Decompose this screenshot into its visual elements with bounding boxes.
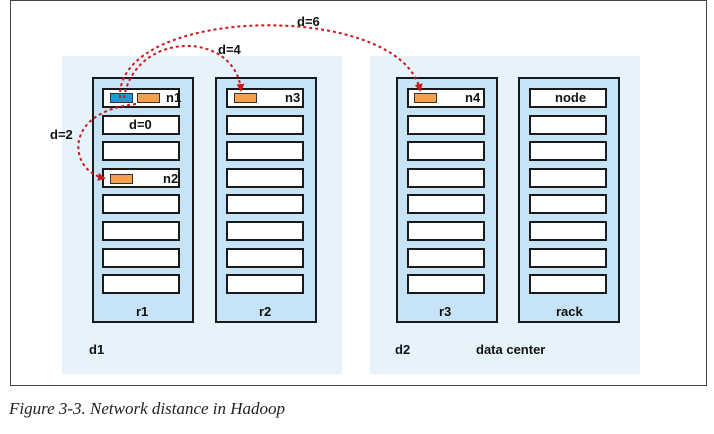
node-label-n4: n4: [465, 90, 481, 105]
datacenter-label-d2: d2: [395, 342, 411, 357]
distance-label-d0: d=0: [129, 117, 152, 132]
arc-d6: [118, 24, 423, 99]
node-slot-rack-3: [529, 141, 607, 161]
node-slot-r2-3: [226, 141, 304, 161]
datacenter-note: data center: [476, 342, 546, 357]
node-slot-r2-7: [226, 248, 304, 268]
node-slot-rack-1: [529, 88, 607, 108]
node-label-n2: n2: [163, 171, 179, 186]
rack-label-r2: r2: [259, 304, 272, 319]
node-slot-r2-8: [226, 274, 304, 294]
node-chip-n3: [234, 93, 257, 103]
node-chip-n4: [414, 93, 437, 103]
node-slot-r1-8: [102, 274, 180, 294]
node-slot-rack-7: [529, 248, 607, 268]
node-chip-blue: [110, 93, 133, 103]
node-chip-n1: [137, 93, 160, 103]
node-slot-r2-6: [226, 221, 304, 241]
arc-d4: [123, 45, 245, 99]
node-slot-r3-2: [407, 115, 485, 135]
distance-label-d2: d=2: [50, 127, 73, 142]
node-slot-r2-5: [226, 194, 304, 214]
figure-caption: Figure 3-3. Network distance in Hadoop: [9, 399, 286, 418]
node-slot-rack-5: [529, 194, 607, 214]
node-slot-rack-2: [529, 115, 607, 135]
node-slot-r1-6: [102, 221, 180, 241]
rack-label-r3: r3: [439, 304, 452, 319]
node-slot-r3-6: [407, 221, 485, 241]
node-slot-rack-4: [529, 168, 607, 188]
datacenter-label-d1: d1: [89, 342, 105, 357]
node-slot-r3-4: [407, 168, 485, 188]
node-label-n3: n3: [285, 90, 301, 105]
node-slot-r2-2: [226, 115, 304, 135]
node-slot-r3-8: [407, 274, 485, 294]
node-slot-r1-2: [102, 115, 180, 135]
node-slot-rack-6: [529, 221, 607, 241]
node-slot-r1-3: [102, 141, 180, 161]
distance-label-d4: d=4: [218, 42, 241, 57]
node-slot-r3-5: [407, 194, 485, 214]
node-slot-r1-7: [102, 248, 180, 268]
node-slot-r2-4: [226, 168, 304, 188]
rack-label-r1: r1: [136, 304, 149, 319]
rack-label-legend: rack: [556, 304, 583, 319]
node-slot-r1-5: [102, 194, 180, 214]
node-slot-rack-8: [529, 274, 607, 294]
arc-d2: [77, 103, 137, 181]
legend-node-label: node: [555, 90, 587, 105]
node-label-n1: n1: [166, 90, 182, 105]
node-chip-n2: [110, 174, 133, 184]
node-slot-r3-3: [407, 141, 485, 161]
node-slot-r3-7: [407, 248, 485, 268]
distance-label-d6: d=6: [297, 14, 320, 29]
